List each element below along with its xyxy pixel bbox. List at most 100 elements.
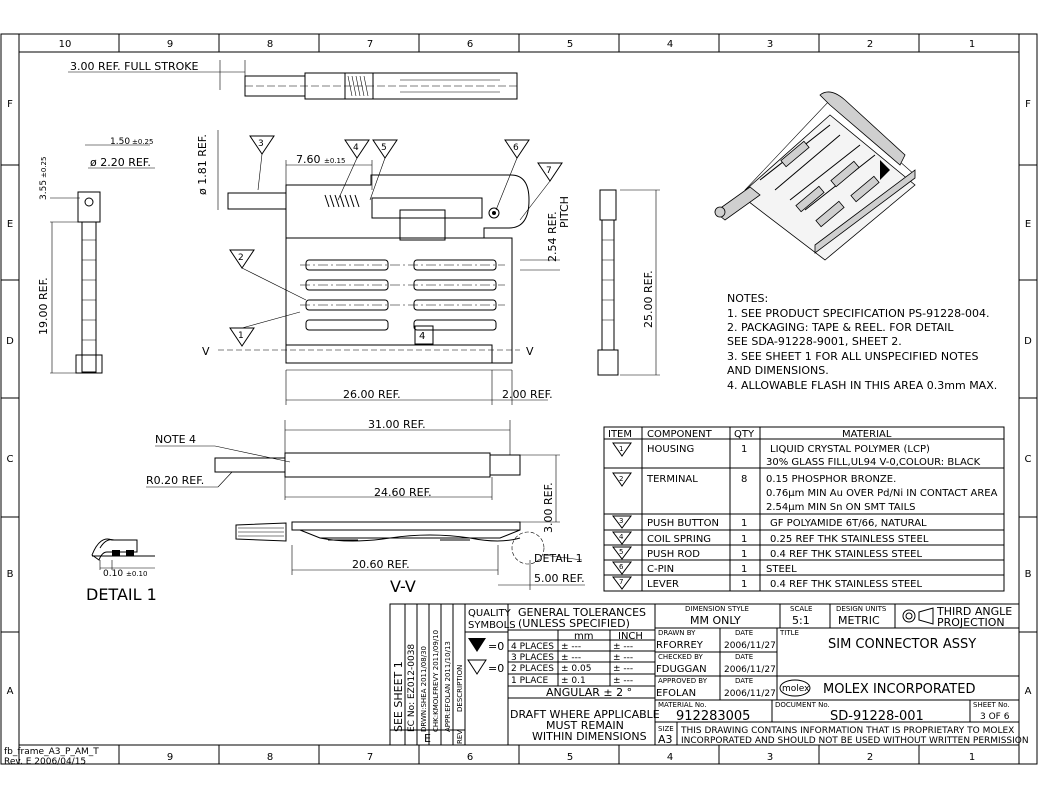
angular-tolerance: ANGULAR ± 2 ° — [546, 686, 632, 699]
dim-pitch: PITCH — [558, 196, 571, 228]
bom-header-item: ITEM — [608, 429, 632, 440]
tol-col-inch: INCH — [618, 631, 643, 642]
section-v-v: DETAIL 1 20.60 REF. 5.00 REF. V-V — [235, 521, 585, 596]
isometric-view — [714, 91, 916, 261]
section-marker-v-right: V — [526, 345, 534, 358]
dim-254: 2.54 REF. — [546, 211, 559, 262]
drawn-by-label: DRAWN BY — [658, 629, 696, 637]
dim-2500: 25.00 REF. — [642, 270, 655, 328]
rev-description-label: DESCRIPTION — [456, 665, 464, 712]
bom-material: 0.4 REF THK STAINLESS STEEL — [770, 579, 922, 590]
bill-of-materials: ITEM COMPONENT QTY MATERIAL 1 2 3 4 5 6 … — [603, 426, 1005, 592]
row-label: F — [1025, 99, 1031, 110]
row-label: C — [1025, 454, 1032, 465]
row-label: A — [1025, 686, 1032, 697]
row-label: E — [7, 219, 13, 230]
dim-2060: 20.60 REF. — [352, 558, 410, 571]
checked-by: FDUGGAN — [656, 664, 707, 675]
bom-header-qty: QTY — [734, 429, 755, 440]
bom-component: C-PIN — [647, 564, 674, 575]
col-label-bottom: 2 — [867, 752, 873, 763]
note-line: 3. SEE SHEET 1 FOR ALL UNSPECIFIED NOTES — [727, 350, 978, 363]
bom-component: TERMINAL — [646, 474, 698, 485]
drawn-date: 2006/11/27 — [724, 641, 776, 651]
bom-qty: 1 — [741, 579, 747, 590]
tol-row-inch: ± --- — [613, 676, 633, 686]
tol-row-label: 4 PLACES — [511, 642, 554, 652]
top-stroke-view: 3.00 REF. FULL STROKE — [68, 60, 518, 100]
main-plan-view: ø 1.81 REF. 7.60 ±0.15 4 V V — [196, 130, 571, 405]
drawn-date-label: DATE — [735, 629, 753, 637]
frame-revision: Rev. E 2006/04/15 — [4, 757, 86, 767]
col-label-top: 9 — [167, 39, 173, 50]
gen-tol-subtitle: (UNLESS SPECIFIED) — [518, 617, 630, 630]
left-side-view: 1.50 ±0.25 ø 2.20 REF. 3.55 ±0.25 19.00 … — [37, 137, 155, 374]
col-label-top: 1 — [969, 39, 975, 50]
size-label: SIZE — [658, 725, 674, 733]
dim-3100: 31.00 REF. — [368, 418, 426, 431]
section-title-vv: V-V — [390, 577, 416, 596]
bom-component: PUSH ROD — [647, 549, 700, 560]
rev-approved: APPR:EFOLAN 2011/10/13 — [444, 641, 452, 732]
dim-150: 1.50 — [110, 137, 130, 147]
approved-date: 2006/11/27 — [724, 689, 776, 699]
bom-item-4: 4 — [619, 533, 624, 541]
draft-note-1: DRAFT WHERE APPLICABLE — [510, 708, 660, 721]
tol-col-mm: mm — [574, 631, 593, 642]
col-label-top: 5 — [567, 39, 573, 50]
dim-2460: 24.60 REF. — [374, 486, 432, 499]
balloon-1: 1 — [238, 331, 244, 341]
dim-style-label: DIMENSION STYLE — [685, 605, 749, 613]
bom-qty: 1 — [741, 534, 747, 545]
note-line: 4. ALLOWABLE FLASH IN THIS AREA 0.3mm MA… — [727, 379, 997, 392]
dim-2600: 26.00 REF. — [343, 388, 401, 401]
drawn-by: RFORREY — [656, 640, 704, 651]
bom-material: 2.54μm MIN Sn ON SMT TAILS — [766, 502, 915, 513]
dim-010: 0.10 — [103, 569, 123, 579]
dim-010-tol: ±0.10 — [126, 570, 147, 578]
col-label-bottom: 6 — [467, 752, 473, 763]
bom-material: 0.4 REF THK STAINLESS STEEL — [770, 549, 922, 560]
rev-see-sheet: SEE SHEET 1 — [392, 661, 405, 732]
balloon-7: 7 — [546, 166, 552, 176]
dim-181: ø 1.81 REF. — [196, 134, 209, 195]
tol-row-label: 3 PLACES — [511, 653, 554, 663]
dim-full-stroke: 3.00 REF. FULL STROKE — [70, 60, 198, 73]
bom-qty: 1 — [741, 549, 747, 560]
bom-item-3: 3 — [619, 517, 623, 525]
draft-note-3: WITHIN DIMENSIONS — [532, 730, 647, 743]
tol-row-label: 2 PLACES — [511, 664, 554, 674]
frame-template-id: fb_frame_A3_P_AM_T — [4, 747, 99, 757]
units-value: METRIC — [838, 614, 880, 627]
drawing-title: SIM CONNECTOR ASSY — [828, 637, 976, 652]
scale-label: SCALE — [790, 605, 812, 613]
gen-tol-title: GENERAL TOLERANCES — [518, 606, 646, 619]
size-value: A3 — [658, 733, 673, 746]
col-label-bottom: 7 — [367, 752, 373, 763]
tol-row-inch: ± --- — [613, 664, 633, 674]
projection-line-1: THIRD ANGLE — [936, 605, 1012, 618]
rev-ec-no: EC No: EZ012-0038 — [407, 644, 417, 732]
projection-line-2: PROJECTION — [937, 616, 1005, 629]
bom-component: LEVER — [647, 579, 679, 590]
dim-r020: R0.20 REF. — [146, 474, 204, 487]
bom-material: 0.15 PHOSPHOR BRONZE. — [766, 474, 896, 485]
bom-item-7: 7 — [619, 578, 623, 586]
symbols-label: SYMBOLS — [468, 620, 516, 631]
row-label: C — [7, 454, 14, 465]
tol-row-label: 1 PLACE — [511, 676, 549, 686]
balloon-3: 3 — [258, 139, 264, 149]
sheet-no-label: SHEET No. — [973, 701, 1010, 709]
row-label: D — [6, 336, 14, 347]
bom-item-5: 5 — [619, 548, 623, 556]
col-label-bottom: 3 — [767, 752, 773, 763]
document-no-label: DOCUMENT No. — [775, 701, 830, 709]
dim-355: 3.55 — [39, 180, 49, 200]
molex-logo: molex — [782, 684, 810, 694]
approved-by-label: APPROVED BY — [658, 677, 708, 685]
draft-note-2: MUST REMAIN — [546, 719, 624, 732]
detail1-title: DETAIL 1 — [86, 585, 157, 604]
dim-150-tol: ±0.25 — [132, 138, 153, 146]
tol-row-mm: ± --- — [561, 653, 581, 663]
tol-row-inch: ± --- — [613, 653, 633, 663]
